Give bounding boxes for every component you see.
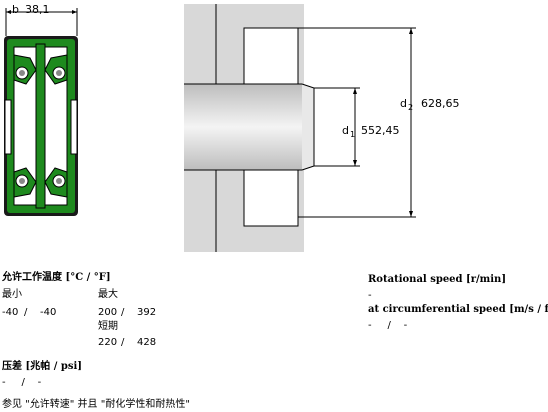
pressure-value: - / - bbox=[2, 377, 42, 388]
seal-cross-section bbox=[4, 8, 78, 216]
d1-label: d bbox=[342, 124, 349, 137]
temperature-min-label: 最小 bbox=[2, 289, 22, 300]
b-value: 38,1 bbox=[25, 3, 50, 16]
temperature-max-sep: / bbox=[121, 307, 125, 318]
temperature-short-sep: / bbox=[121, 337, 125, 348]
temperature-min-c: -40 bbox=[2, 307, 19, 318]
d2-subscript: 2 bbox=[408, 103, 414, 112]
temperature-min-f: -40 bbox=[40, 307, 57, 318]
reference-note: 参见 "允许转速" 并且 "耐化学性和耐热性" bbox=[2, 399, 190, 410]
temperature-short-f: 428 bbox=[137, 337, 157, 348]
b-label: b bbox=[12, 3, 19, 16]
temperature-max-f: 392 bbox=[137, 307, 157, 318]
circumferential-value: - / - bbox=[368, 320, 408, 331]
rotational-title: Rotational speed [r/min] bbox=[368, 274, 507, 285]
pressure-title: 压差 [兆帕 / psi] bbox=[2, 361, 82, 372]
d1-dimension bbox=[314, 87, 360, 167]
temperature-short-c: 220 bbox=[98, 337, 118, 348]
shaft bbox=[184, 83, 315, 171]
rotational-value: - bbox=[368, 290, 372, 301]
temperature-min-sep: / bbox=[24, 307, 28, 318]
d2-value: 628,65 bbox=[421, 97, 460, 110]
d1-value: 552,45 bbox=[361, 124, 400, 137]
d2-label: d bbox=[400, 97, 407, 110]
temperature-max-label: 最大 bbox=[98, 289, 118, 300]
d2-dimension bbox=[298, 27, 416, 218]
temperature-max-c: 200 bbox=[98, 307, 118, 318]
temperature-title: 允许工作温度 [°C / °F] bbox=[2, 272, 111, 283]
d1-subscript: 1 bbox=[350, 130, 356, 139]
temperature-short-label: 短期 bbox=[98, 321, 118, 332]
circumferential-title: at circumferential speed [m/s / ft/s] bbox=[368, 304, 548, 315]
